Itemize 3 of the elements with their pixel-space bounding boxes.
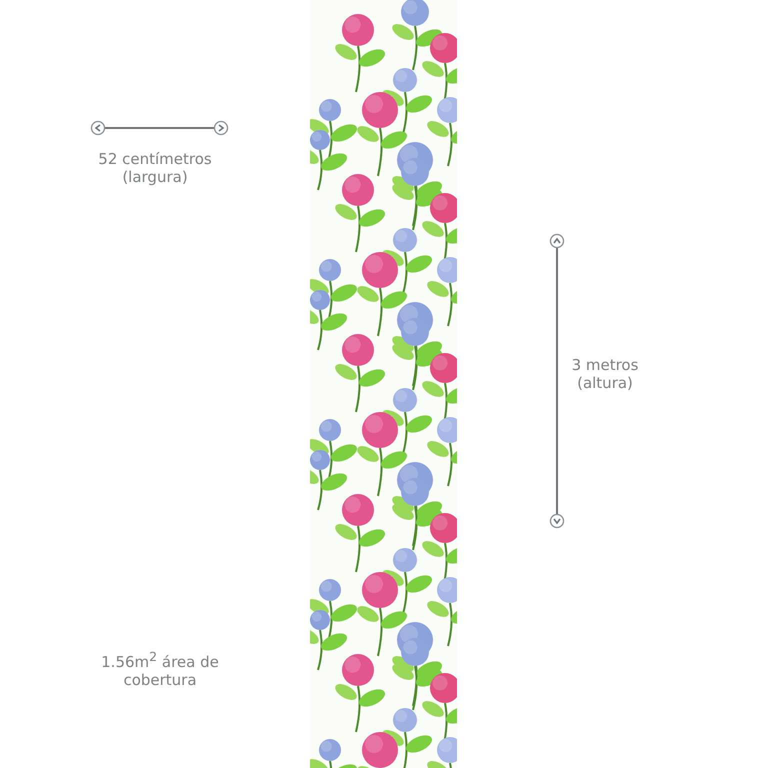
dimension-label: 3 metros (altura) — [570, 356, 640, 392]
dimension-label: 1.56m$^{2}$ área de cobertura — [100, 648, 220, 689]
dimension-label: 52 centímetros (largura) — [97, 150, 213, 186]
